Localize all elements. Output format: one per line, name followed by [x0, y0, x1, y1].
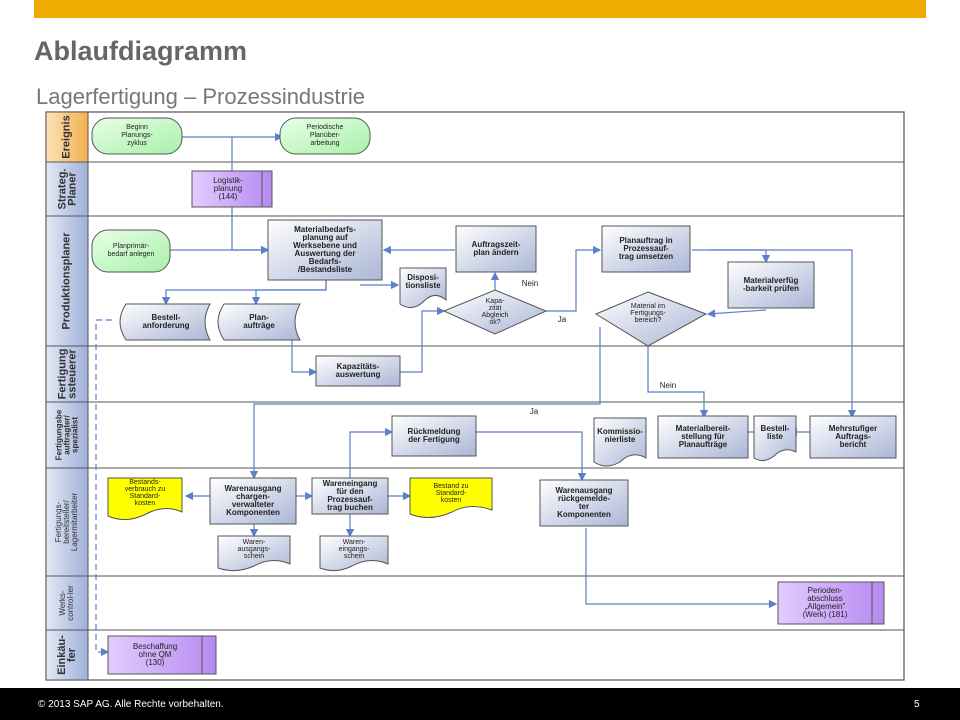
node-materialbereitstellung: Materialbereit- stellung für Planaufträg… [675, 424, 731, 449]
lane-label-strateg-planer: Strateg. Planer [56, 168, 78, 210]
node-bestand-standardkosten: Bestand zu Standard- kosten [433, 482, 469, 504]
node-materialverfuegbarkeit: Materialverfüg -barkeit prüfen [742, 276, 799, 293]
footer-bar [0, 688, 960, 720]
kapazitaet-decision [442, 289, 548, 335]
lane-label-ereignis: Ereignis [61, 115, 73, 159]
bestellanforderung-store [119, 303, 211, 341]
footer-page-number: 5 [914, 699, 920, 710]
edge-label-ja-kapazitaet: Ja [557, 315, 567, 324]
node-beschaffung-ohne-qm: Beschaffung ohne QM (130) [132, 642, 178, 667]
node-planprimaerbedarf: Planprimär- bedarf anlegen [107, 243, 155, 258]
node-kommissionierliste: Kommissio- nierliste [597, 427, 643, 444]
node-bestellliste: Bestell- liste [760, 424, 790, 441]
node-periodenabschluss: Perioden- abschluss „Allgemein" (Werk) (… [802, 586, 848, 619]
event-planprimaerbedarf [91, 229, 171, 273]
lane-label-einkaeufer: Einkäu- fer [55, 635, 78, 675]
planauftraege-store [217, 303, 301, 341]
node-warenausgang-rueckgemeldet: Warenausgang rückgemelde- ter Komponente… [555, 486, 613, 519]
lane-label-werkscontroller: Werks- control-ler [57, 585, 75, 621]
brand-bar [34, 0, 926, 18]
node-kapazitaetsauswertung: Kapazitäts- auswertung [335, 362, 381, 379]
bestellliste-doc [753, 415, 797, 462]
page-title: Ablaufdiagramm [34, 36, 248, 66]
material-bereich-decision [594, 291, 708, 347]
node-bestellanforderung: Bestell- anforderung [142, 313, 190, 330]
node-planauftrag-umsetzen: Planauftrag in Prozessauf- trag umsetzen [618, 236, 674, 261]
kommissionierliste-doc [593, 417, 647, 467]
bestand-standard-doc [409, 477, 493, 518]
lane-label-produktionsplaner: Produktionsplaner [61, 232, 73, 330]
periodenabschluss-box [777, 581, 885, 625]
dispositionsliste-doc [399, 267, 447, 308]
node-wareneingang: Wareneingang für den Prozessauf- trag bu… [322, 479, 378, 512]
beschaffung-box [107, 635, 217, 675]
node-auftragszeitplan: Auftragszeit- plan ändern [471, 240, 521, 257]
node-planauftraege: Plan- aufträge [243, 313, 275, 330]
node-material-im-fertigungsbereich: Material im Fertigungs- bereich? [630, 302, 666, 324]
footer-copyright: © 2013 SAP AG. Alle Rechte vorbehalten. [38, 699, 224, 710]
node-kapazitaetsabgleich: Kapa- zität Abgleich ok? [481, 298, 509, 326]
lane-label-fertigungssteuerer: Fertigung ssteuerer [56, 348, 78, 400]
node-dispositionsliste: Disposi- tionsliste [405, 273, 441, 290]
node-mehrstufiger-auftragsbericht: Mehrstufiger Auftrags- bericht [828, 424, 878, 449]
edge-label-nein-kapazitaet: Nein [521, 279, 539, 288]
node-warenausgang-chargen: Warenausgang chargen- verwalteter Kompon… [224, 484, 282, 517]
node-wareneingangsschein: Waren- eingangs- schein [338, 538, 370, 560]
edge-label-nein-material: Nein [659, 381, 677, 390]
node-materialbedarfsplanung: Materialbedarfs- planung auf Werksebene … [293, 225, 357, 274]
lane-ereignis-bg [45, 111, 89, 163]
edge-label-ja-material: Ja [529, 407, 539, 416]
lane-label-fertigungsbereitsteller: Fertigungs- bereitsteller/ Lagermitarbei… [54, 492, 79, 552]
node-warenausgangsschein: Waren- ausgangs- schein [237, 538, 271, 560]
page-subtitle: Lagerfertigung – Prozessindustrie [36, 84, 365, 109]
warenausgangsschein-doc [217, 535, 291, 572]
node-periodische-planueberarbeitung: Periodische Planüber- arbeitung [306, 124, 344, 147]
wareneingangsschein-doc [319, 535, 389, 572]
event-beginn-planungszyklus [91, 117, 183, 155]
node-beginn-planungszyklus: Beginn Planungs- zyklus [121, 124, 153, 147]
lane-label-fertigungsbeauftragter: Fertigungsbe auftragter/ spezialist [54, 409, 80, 461]
node-rueckmeldung: Rückmeldung der Fertigung [407, 427, 461, 444]
node-logistikplanung: Logistik- planung (144) [213, 176, 243, 201]
logistikplanung-box [191, 170, 273, 208]
node-bestandsverbrauch: Bestands- verbrauch zu Standard- kosten [124, 479, 166, 507]
event-periodische-planueberarbeitung [279, 117, 371, 155]
bestandsverbrauch-doc [107, 477, 183, 520]
